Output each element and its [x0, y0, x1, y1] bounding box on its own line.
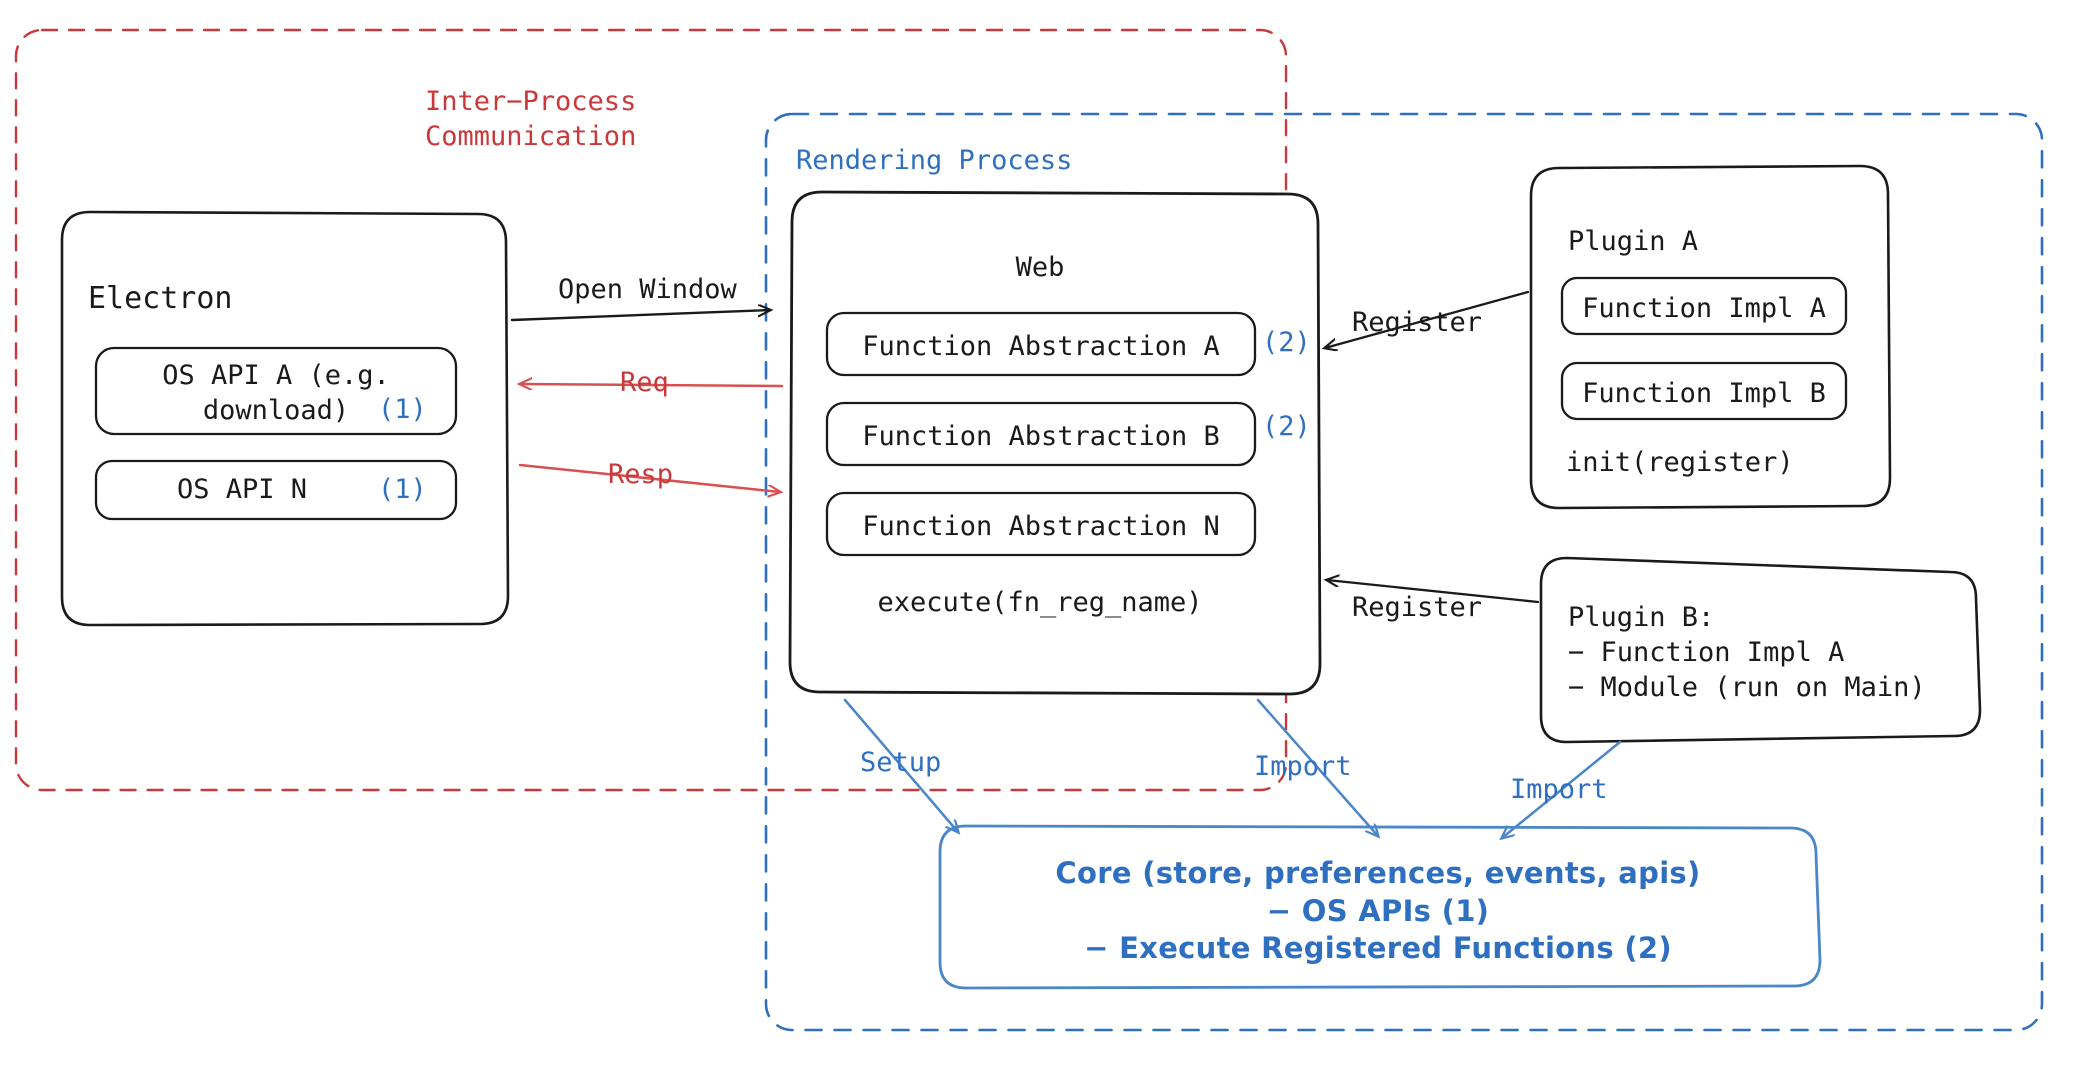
electron-item-0-marker: (1)	[378, 394, 427, 425]
plugin-a-box	[1529, 164, 1892, 510]
core-line-2: − Execute Registered Functions (2)	[1084, 931, 1672, 966]
arrow-req	[520, 384, 784, 386]
web-item-1-marker: (2)	[1262, 411, 1311, 442]
web-footer-label: execute(fn_reg_name)	[877, 587, 1203, 618]
web-title: Web	[1015, 252, 1065, 283]
plugin-b-lines: Plugin B: − Function Impl A− Module (run …	[1568, 600, 1988, 705]
web-item-2-box	[825, 491, 1257, 557]
core-line-1: − OS APIs (1)	[1266, 893, 1490, 928]
plugin-a-item-0-label: Function Impl A	[1582, 293, 1826, 324]
region-rendering-process	[764, 112, 2044, 1032]
plugin-b-line-2: − Module (run on Main)	[1568, 672, 1926, 704]
arrow-label-resp: Resp	[608, 459, 674, 490]
electron-item-1-box	[94, 459, 458, 521]
electron-item-0-box	[94, 346, 458, 436]
plugin-a-item-0-box	[1560, 276, 1848, 336]
arrow-resp	[518, 463, 780, 492]
web-item-0-marker: (2)	[1262, 327, 1311, 358]
web-item-1-label: Function Abstraction B	[862, 421, 1220, 452]
arrow-import-plugin-b	[1502, 740, 1622, 838]
web-item-2-label: Function Abstraction N	[862, 511, 1220, 542]
arrow-label-register-b: Register	[1352, 592, 1483, 623]
core-line-0: Core (store, preferences, events, apis)	[1055, 856, 1701, 890]
arrow-register-a	[1325, 290, 1530, 348]
arrow-register-b	[1327, 580, 1540, 604]
core-lines: Core (store, preferences, events, apis)−…	[950, 855, 1806, 968]
arrow-label-req: Req	[620, 367, 669, 398]
web-item-0-box	[825, 311, 1257, 377]
arrow-label-setup: Setup	[860, 747, 942, 778]
arrow-label-import-web: Import	[1254, 751, 1352, 782]
plugin-a-item-1-label: Function Impl B	[1582, 378, 1826, 409]
electron-item-1-label: OS API N	[176, 474, 308, 505]
web-item-1-box	[825, 401, 1257, 467]
region-label-rendering-process: Rendering Process	[796, 145, 1073, 176]
plugin-a-title: Plugin A	[1568, 226, 1699, 257]
electron-item-1-marker: (1)	[378, 474, 427, 505]
web-item-0-label: Function Abstraction A	[862, 331, 1220, 362]
region-inter-process-communication	[14, 28, 1288, 792]
arrow-setup	[843, 698, 958, 832]
plugin-b-line-0: Plugin B:	[1568, 602, 1715, 633]
arrow-label-import-plugin-b: Import	[1510, 774, 1608, 805]
region-label-inter-process-communication: Inter−Process Communication	[425, 86, 637, 153]
plugin-a-item-1-box	[1560, 361, 1848, 421]
electron-item-0-label: OS API A (e.g. download)	[162, 360, 390, 427]
arrow-import-web	[1256, 698, 1378, 836]
arrow-label-register-a: Register	[1352, 307, 1483, 338]
plugin-a-footer-label: init(register)	[1566, 447, 1794, 478]
plugin-b-box	[1539, 556, 1982, 744]
electron-title: Electron	[88, 281, 233, 316]
arrow-open-window	[510, 310, 770, 322]
arrow-label-open-window: Open Window	[558, 274, 737, 305]
plugin-b-line-1: − Function Impl A	[1568, 637, 1845, 669]
